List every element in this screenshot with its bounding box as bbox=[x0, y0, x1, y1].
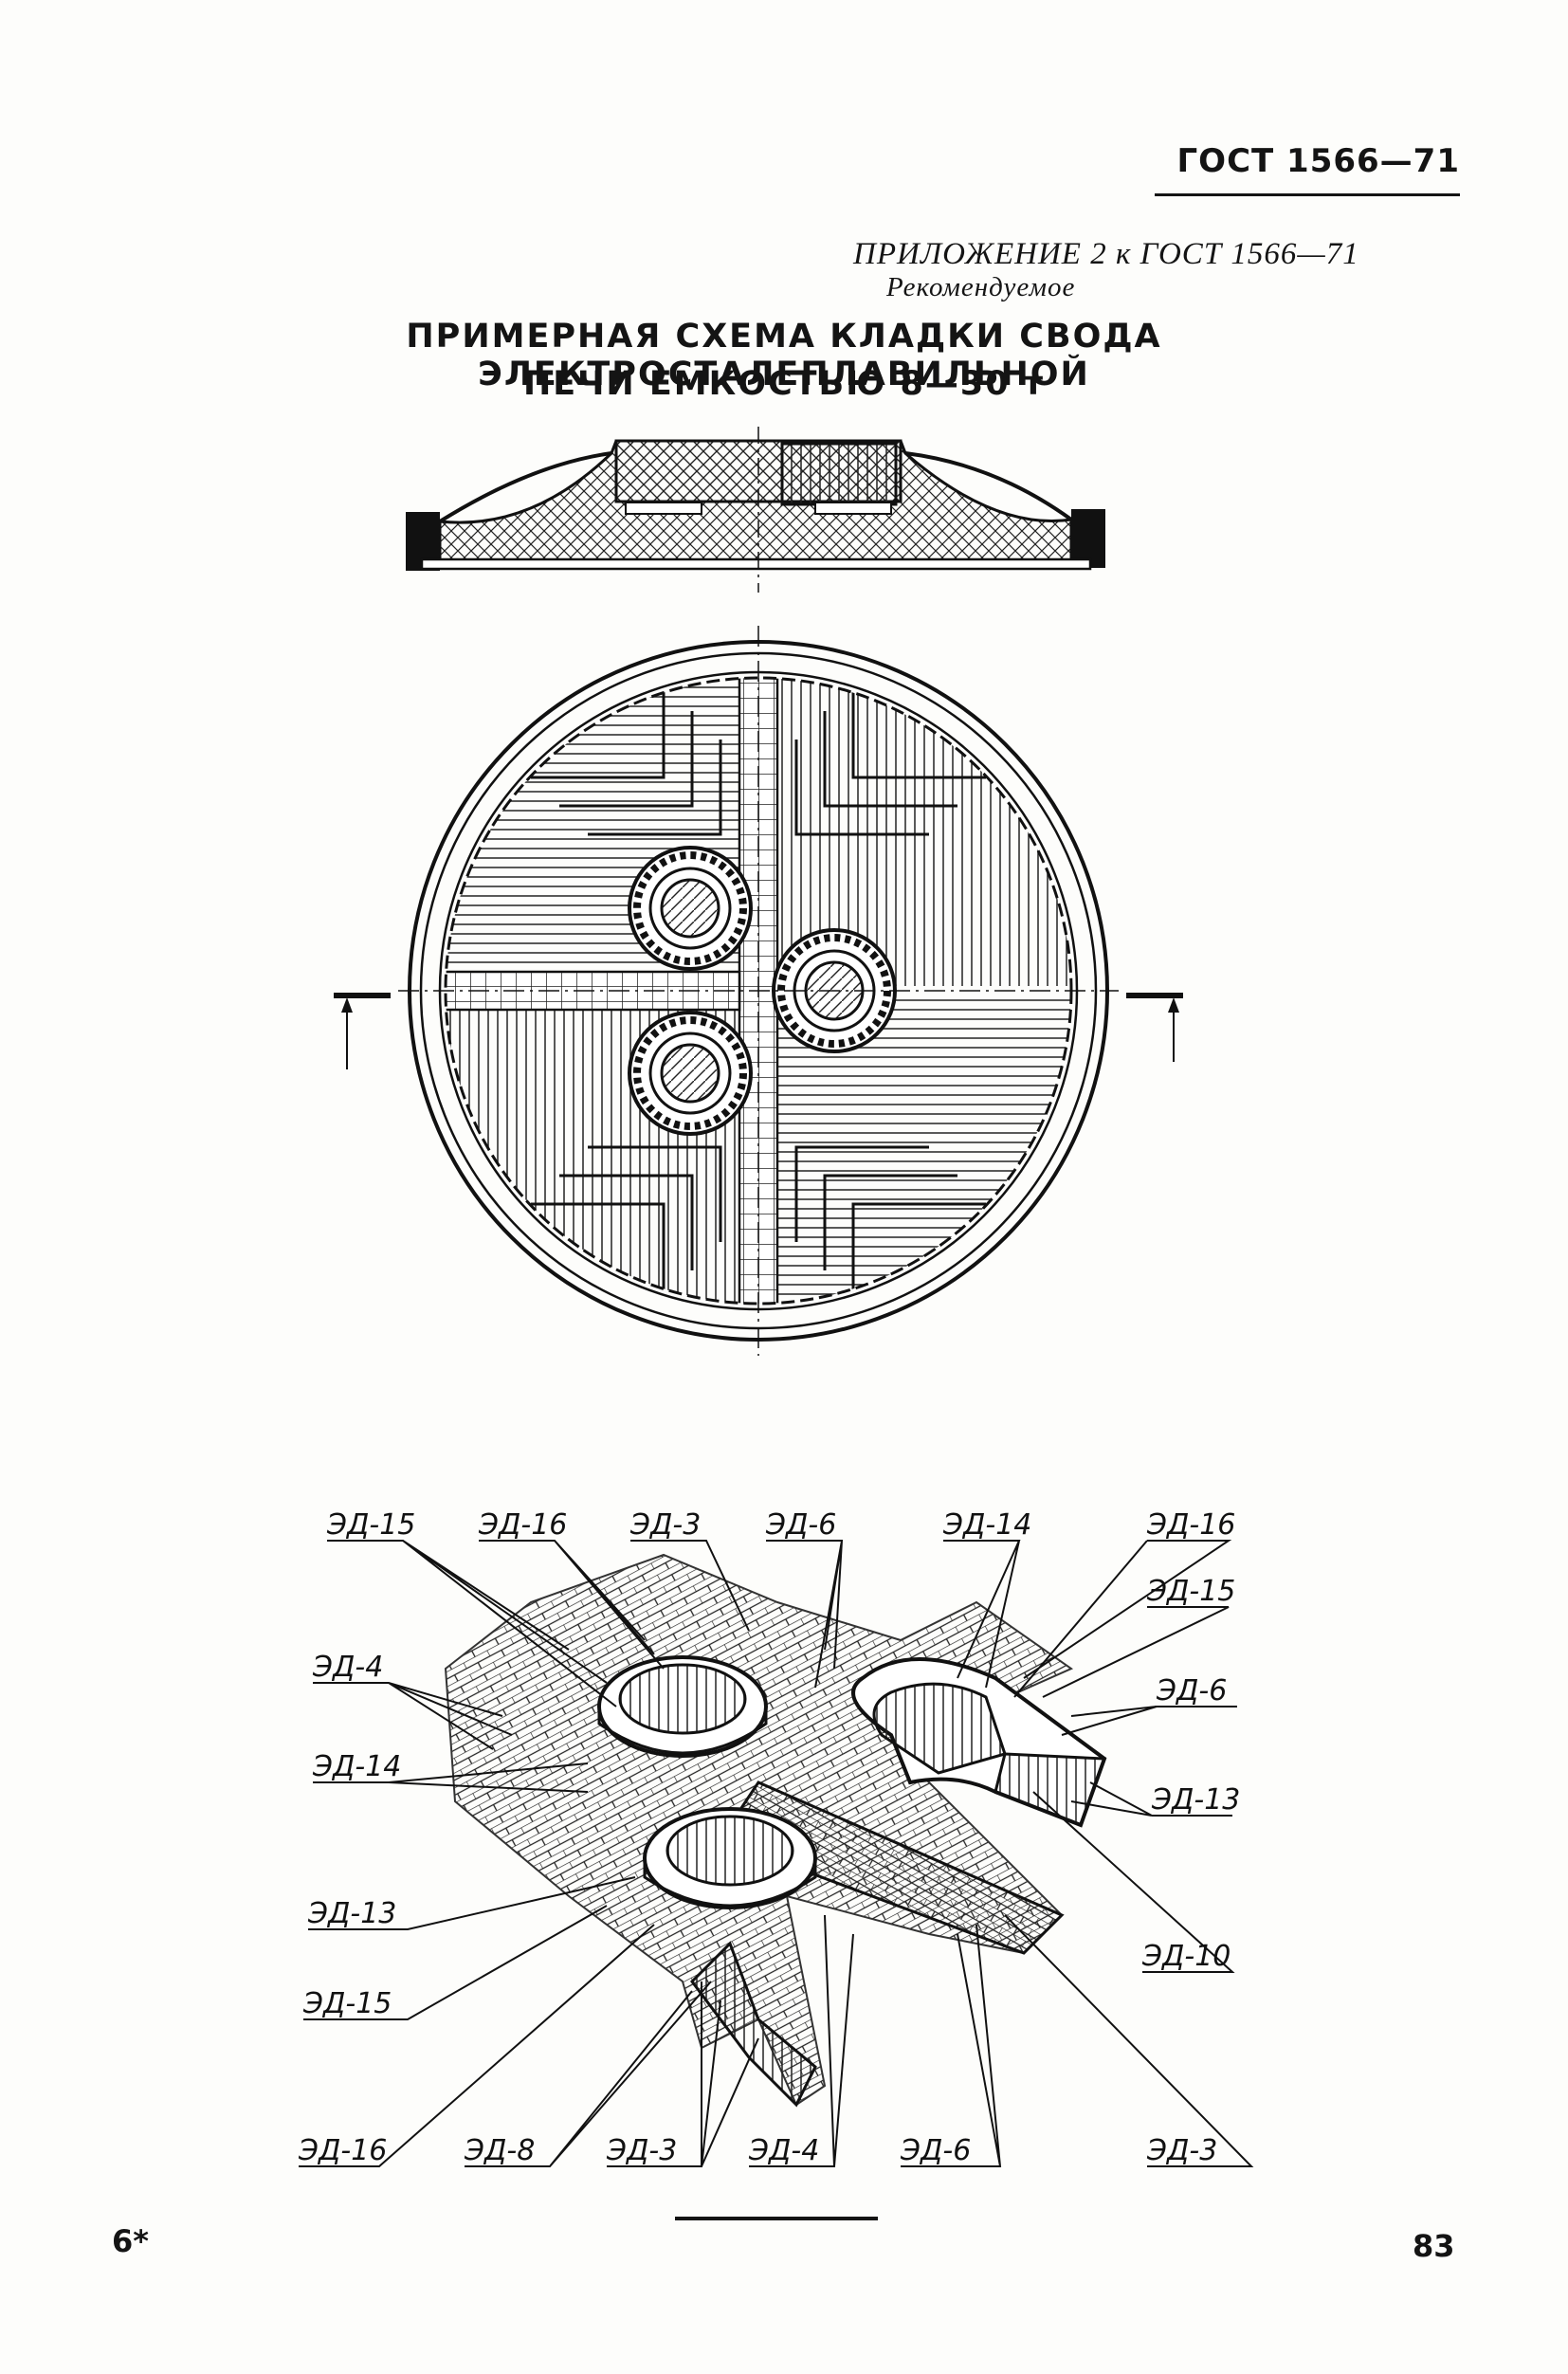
callout-label: ЭД-6 bbox=[900, 2134, 971, 2167]
callout-label: ЭД-14 bbox=[942, 1508, 1031, 1542]
page-title-line-1: ПРИМЕРНАЯ СХЕМА КЛАДКИ СВОДА ЭЛЕКТРОСТАЛ… bbox=[406, 318, 1162, 393]
callout-label: ЭД-16 bbox=[298, 2134, 387, 2167]
callout-label: ЭД-15 bbox=[1146, 1575, 1235, 1608]
standard-number: ГОСТ 1566—71 bbox=[1176, 142, 1460, 180]
roof-axonometric-view: ЭД-15 ЭД-16 ЭД-3 ЭД-6 ЭД-14 ЭД-16 ЭД-15 … bbox=[298, 1508, 1254, 2167]
page-title-line-2: ПЕЧИ ЕМКОСТЬЮ 8—30 т bbox=[522, 365, 1046, 403]
section-mark-right bbox=[1126, 993, 1183, 1062]
appendix-title: ПРИЛОЖЕНИЕ 2 к ГОСТ 1566—71 bbox=[853, 237, 1359, 271]
axon-hole-2 bbox=[643, 1807, 817, 1909]
callout-label: ЭД-16 bbox=[1146, 1508, 1235, 1542]
callout-label: ЭД-14 bbox=[312, 1750, 401, 1783]
callout-label: ЭД-10 bbox=[1141, 1940, 1231, 1973]
electrode-hole-3 bbox=[628, 1011, 753, 1136]
page-number: 83 bbox=[1413, 2228, 1455, 2264]
sheet-signature: 6* bbox=[112, 2223, 149, 2259]
callout-label: ЭД-15 bbox=[302, 1987, 392, 2020]
roof-section-view bbox=[406, 427, 1105, 593]
axon-hole-1 bbox=[597, 1655, 768, 1758]
callout-label: ЭД-6 bbox=[1156, 1674, 1227, 1707]
roof-plan-view bbox=[334, 626, 1183, 1356]
footer-rule bbox=[675, 2217, 878, 2220]
callout-label: ЭД-8 bbox=[464, 2134, 535, 2167]
callout-label: ЭД-6 bbox=[765, 1508, 836, 1542]
callout-label: ЭД-3 bbox=[1146, 2134, 1217, 2167]
appendix-status: Рекомендуемое bbox=[886, 272, 1076, 302]
callout-label: ЭД-13 bbox=[1151, 1783, 1240, 1817]
callout-label: ЭД-3 bbox=[629, 1508, 701, 1542]
callout-label: ЭД-4 bbox=[312, 1651, 383, 1684]
electrode-hole-1 bbox=[628, 846, 753, 971]
callout-label: ЭД-15 bbox=[326, 1508, 415, 1542]
callout-label: ЭД-4 bbox=[748, 2134, 819, 2167]
header-rule bbox=[1155, 193, 1460, 196]
callout-label: ЭД-13 bbox=[307, 1897, 396, 1930]
axon-hole-cut bbox=[851, 1657, 1107, 1828]
callout-label: ЭД-3 bbox=[606, 2134, 677, 2167]
callout-label: ЭД-16 bbox=[478, 1508, 567, 1542]
section-mark-left bbox=[334, 993, 391, 1069]
